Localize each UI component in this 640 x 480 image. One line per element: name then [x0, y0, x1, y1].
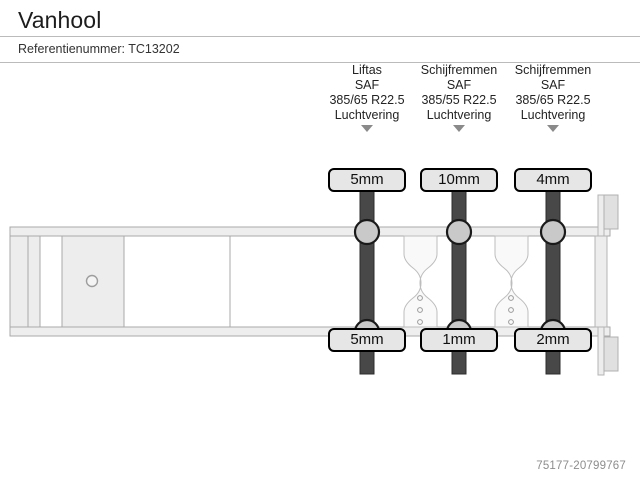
- chassis-rail-upper: [9, 226, 611, 237]
- suspension-bracket-2: [494, 235, 529, 328]
- kingpin-circle-icon: [85, 274, 99, 288]
- rear-bumper-upper: [603, 194, 619, 230]
- page-header: Vanhool Referentienummer: TC13202: [0, 0, 640, 63]
- trailer-diagram: Liftas SAF 385/65 R22.5 Luchtvering Schi…: [0, 55, 640, 455]
- axle-1-wheel-top: [353, 218, 381, 246]
- axle-3-label-group: Schijfremmen SAF 385/65 R22.5 Luchtverin…: [501, 63, 605, 132]
- footer-code: 75177-20799767: [536, 460, 626, 472]
- axle-3-type: Schijfremmen: [514, 63, 592, 77]
- axle-2-suspension: Luchtvering: [426, 108, 492, 122]
- axle-3-wheel-top: [539, 218, 567, 246]
- axle-3-assembly: [539, 186, 567, 375]
- axle-1-tread-top-box[interactable]: 5mm: [328, 168, 406, 192]
- suspension-bracket-1: [403, 235, 438, 328]
- rear-post-lower: [597, 326, 605, 376]
- page-title: Vanhool: [18, 7, 102, 33]
- triangle-down-icon: [361, 125, 373, 132]
- rear-assembly: [594, 194, 619, 376]
- triangle-down-icon: [453, 125, 465, 132]
- header-divider-top: [0, 36, 640, 37]
- axle-2-tread-bottom-box[interactable]: 1mm: [420, 328, 498, 352]
- rear-cross-member: [594, 235, 608, 328]
- triangle-down-icon: [547, 125, 559, 132]
- rear-post-upper: [597, 194, 605, 237]
- axle-1-suspension: Luchtvering: [334, 108, 400, 122]
- axle-1-tyre-size: 385/65 R22.5: [329, 93, 405, 107]
- axle-3-tread-bottom-box[interactable]: 2mm: [514, 328, 592, 352]
- axle-2-tyre-size: 385/55 R22.5: [421, 93, 497, 107]
- reference-number-row: Referentienummer: TC13202: [18, 42, 180, 56]
- axle-1-brand: SAF: [354, 78, 380, 92]
- axle-2-brand: SAF: [446, 78, 472, 92]
- chassis-front-gap: [39, 235, 63, 328]
- rear-bumper-lower: [603, 336, 619, 372]
- axle-3-suspension: Luchtvering: [520, 108, 586, 122]
- axle-3-brand: SAF: [540, 78, 566, 92]
- axle-3-tread-top-box[interactable]: 4mm: [514, 168, 592, 192]
- axle-2-type: Schijfremmen: [420, 63, 498, 77]
- chassis-rail-lower: [9, 326, 611, 337]
- axle-1-label-group: Liftas SAF 385/65 R22.5 Luchtvering: [315, 63, 419, 132]
- axle-2-wheel-top: [445, 218, 473, 246]
- chassis-front-plate-2: [27, 235, 41, 328]
- axle-2-label-group: Schijfremmen SAF 385/55 R22.5 Luchtverin…: [407, 63, 511, 132]
- axle-2-tread-top-box[interactable]: 10mm: [420, 168, 498, 192]
- chassis-drawing: [9, 186, 619, 376]
- axle-3-tyre-size: 385/65 R22.5: [515, 93, 591, 107]
- axle-1-type: Liftas: [352, 63, 382, 77]
- header-divider-bottom: [0, 62, 640, 63]
- axle-1-tread-bottom-box[interactable]: 5mm: [328, 328, 406, 352]
- chassis-front-plate-1: [9, 235, 29, 328]
